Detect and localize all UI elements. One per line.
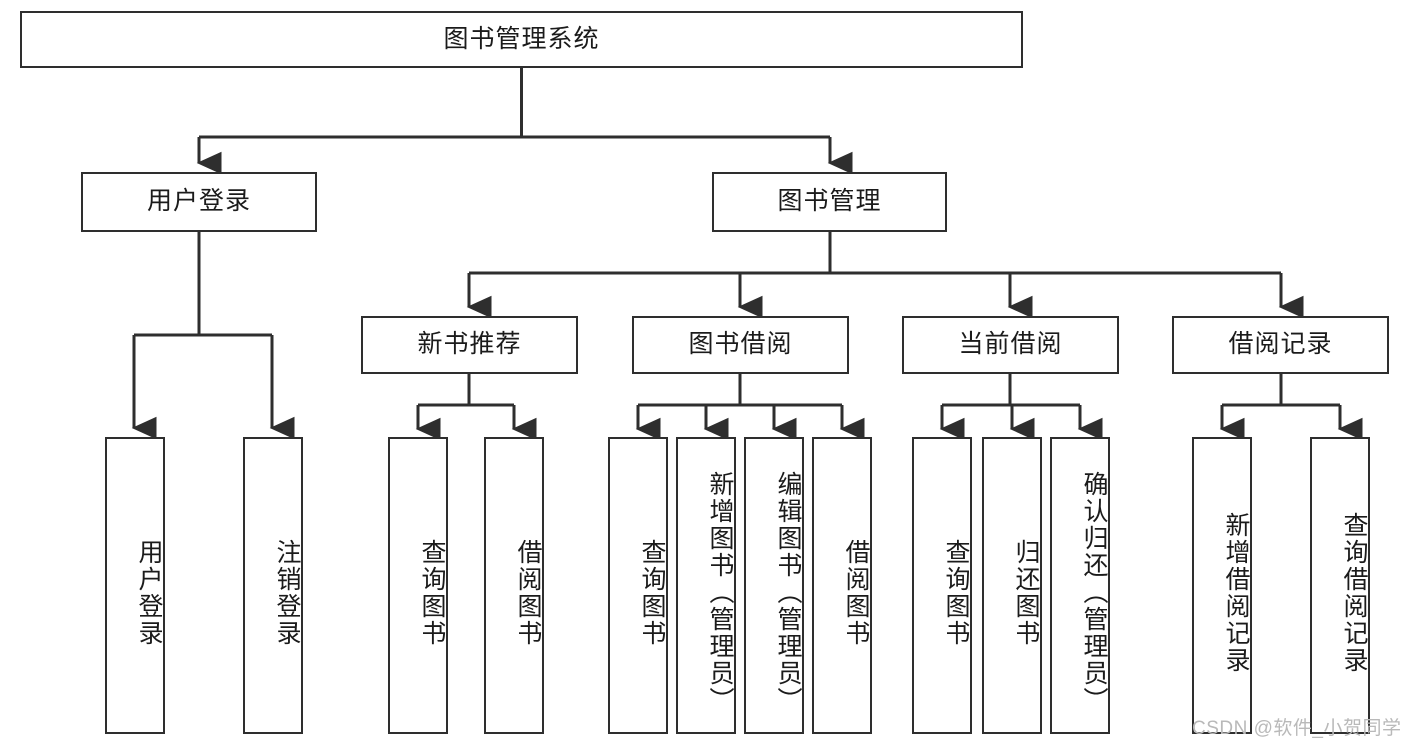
node-leaf-borrow-book-1-label: 借阅图书 (514, 538, 542, 647)
node-book-management[interactable]: 图书管理 (712, 172, 947, 232)
node-leaf-borrow-book-1[interactable]: 借阅图书 (484, 437, 544, 734)
node-user-login[interactable]: 用户登录 (81, 172, 317, 232)
node-leaf-return-book-label: 归还图书 (1012, 538, 1040, 647)
node-leaf-user-login[interactable]: 用户登录 (105, 437, 165, 734)
node-leaf-add-book-admin[interactable]: 新增图书（管理员） (676, 437, 736, 734)
node-borrow-record-label: 借阅记录 (1228, 330, 1333, 359)
node-leaf-edit-book-admin[interactable]: 编辑图书（管理员） (744, 437, 804, 734)
node-leaf-query-book-1-label: 查询图书 (418, 538, 446, 647)
node-leaf-confirm-return-admin[interactable]: 确认归还（管理员） (1050, 437, 1110, 734)
node-new-book-recommend-label: 新书推荐 (417, 330, 522, 359)
node-leaf-borrow-book-2-label: 借阅图书 (842, 538, 870, 647)
node-leaf-query-book-3[interactable]: 查询图书 (912, 437, 972, 734)
node-new-book-recommend[interactable]: 新书推荐 (361, 316, 578, 374)
node-book-borrow[interactable]: 图书借阅 (632, 316, 849, 374)
node-leaf-query-book-2-label: 查询图书 (638, 538, 666, 647)
node-leaf-query-book-2[interactable]: 查询图书 (608, 437, 668, 734)
node-current-borrow[interactable]: 当前借阅 (902, 316, 1119, 374)
node-leaf-logout-label: 注销登录 (273, 538, 301, 647)
node-book-management-label: 图书管理 (777, 187, 882, 216)
node-leaf-user-login-label: 用户登录 (135, 538, 163, 647)
node-leaf-return-book[interactable]: 归还图书 (982, 437, 1042, 734)
node-leaf-query-book-1[interactable]: 查询图书 (388, 437, 448, 734)
node-book-borrow-label: 图书借阅 (688, 330, 793, 359)
node-leaf-edit-book-admin-label: 编辑图书（管理员） (774, 471, 802, 714)
node-leaf-add-book-admin-label: 新增图书（管理员） (706, 471, 734, 714)
node-leaf-query-borrow-record-label: 查询借阅记录 (1340, 511, 1368, 674)
node-leaf-query-borrow-record[interactable]: 查询借阅记录 (1310, 437, 1370, 734)
csdn-watermark: CSDN @软件_小贺同学 (1192, 718, 1402, 739)
node-leaf-add-borrow-record-label: 新增借阅记录 (1222, 511, 1250, 674)
node-leaf-borrow-book-2[interactable]: 借阅图书 (812, 437, 872, 734)
node-user-login-label: 用户登录 (146, 187, 251, 216)
node-leaf-add-borrow-record[interactable]: 新增借阅记录 (1192, 437, 1252, 734)
node-root[interactable]: 图书管理系统 (20, 11, 1023, 68)
node-root-label: 图书管理系统 (443, 24, 600, 53)
node-current-borrow-label: 当前借阅 (958, 330, 1063, 359)
node-leaf-confirm-return-admin-label: 确认归还（管理员） (1080, 471, 1108, 714)
node-borrow-record[interactable]: 借阅记录 (1172, 316, 1389, 374)
node-leaf-query-book-3-label: 查询图书 (942, 538, 970, 647)
node-leaf-logout[interactable]: 注销登录 (243, 437, 303, 734)
